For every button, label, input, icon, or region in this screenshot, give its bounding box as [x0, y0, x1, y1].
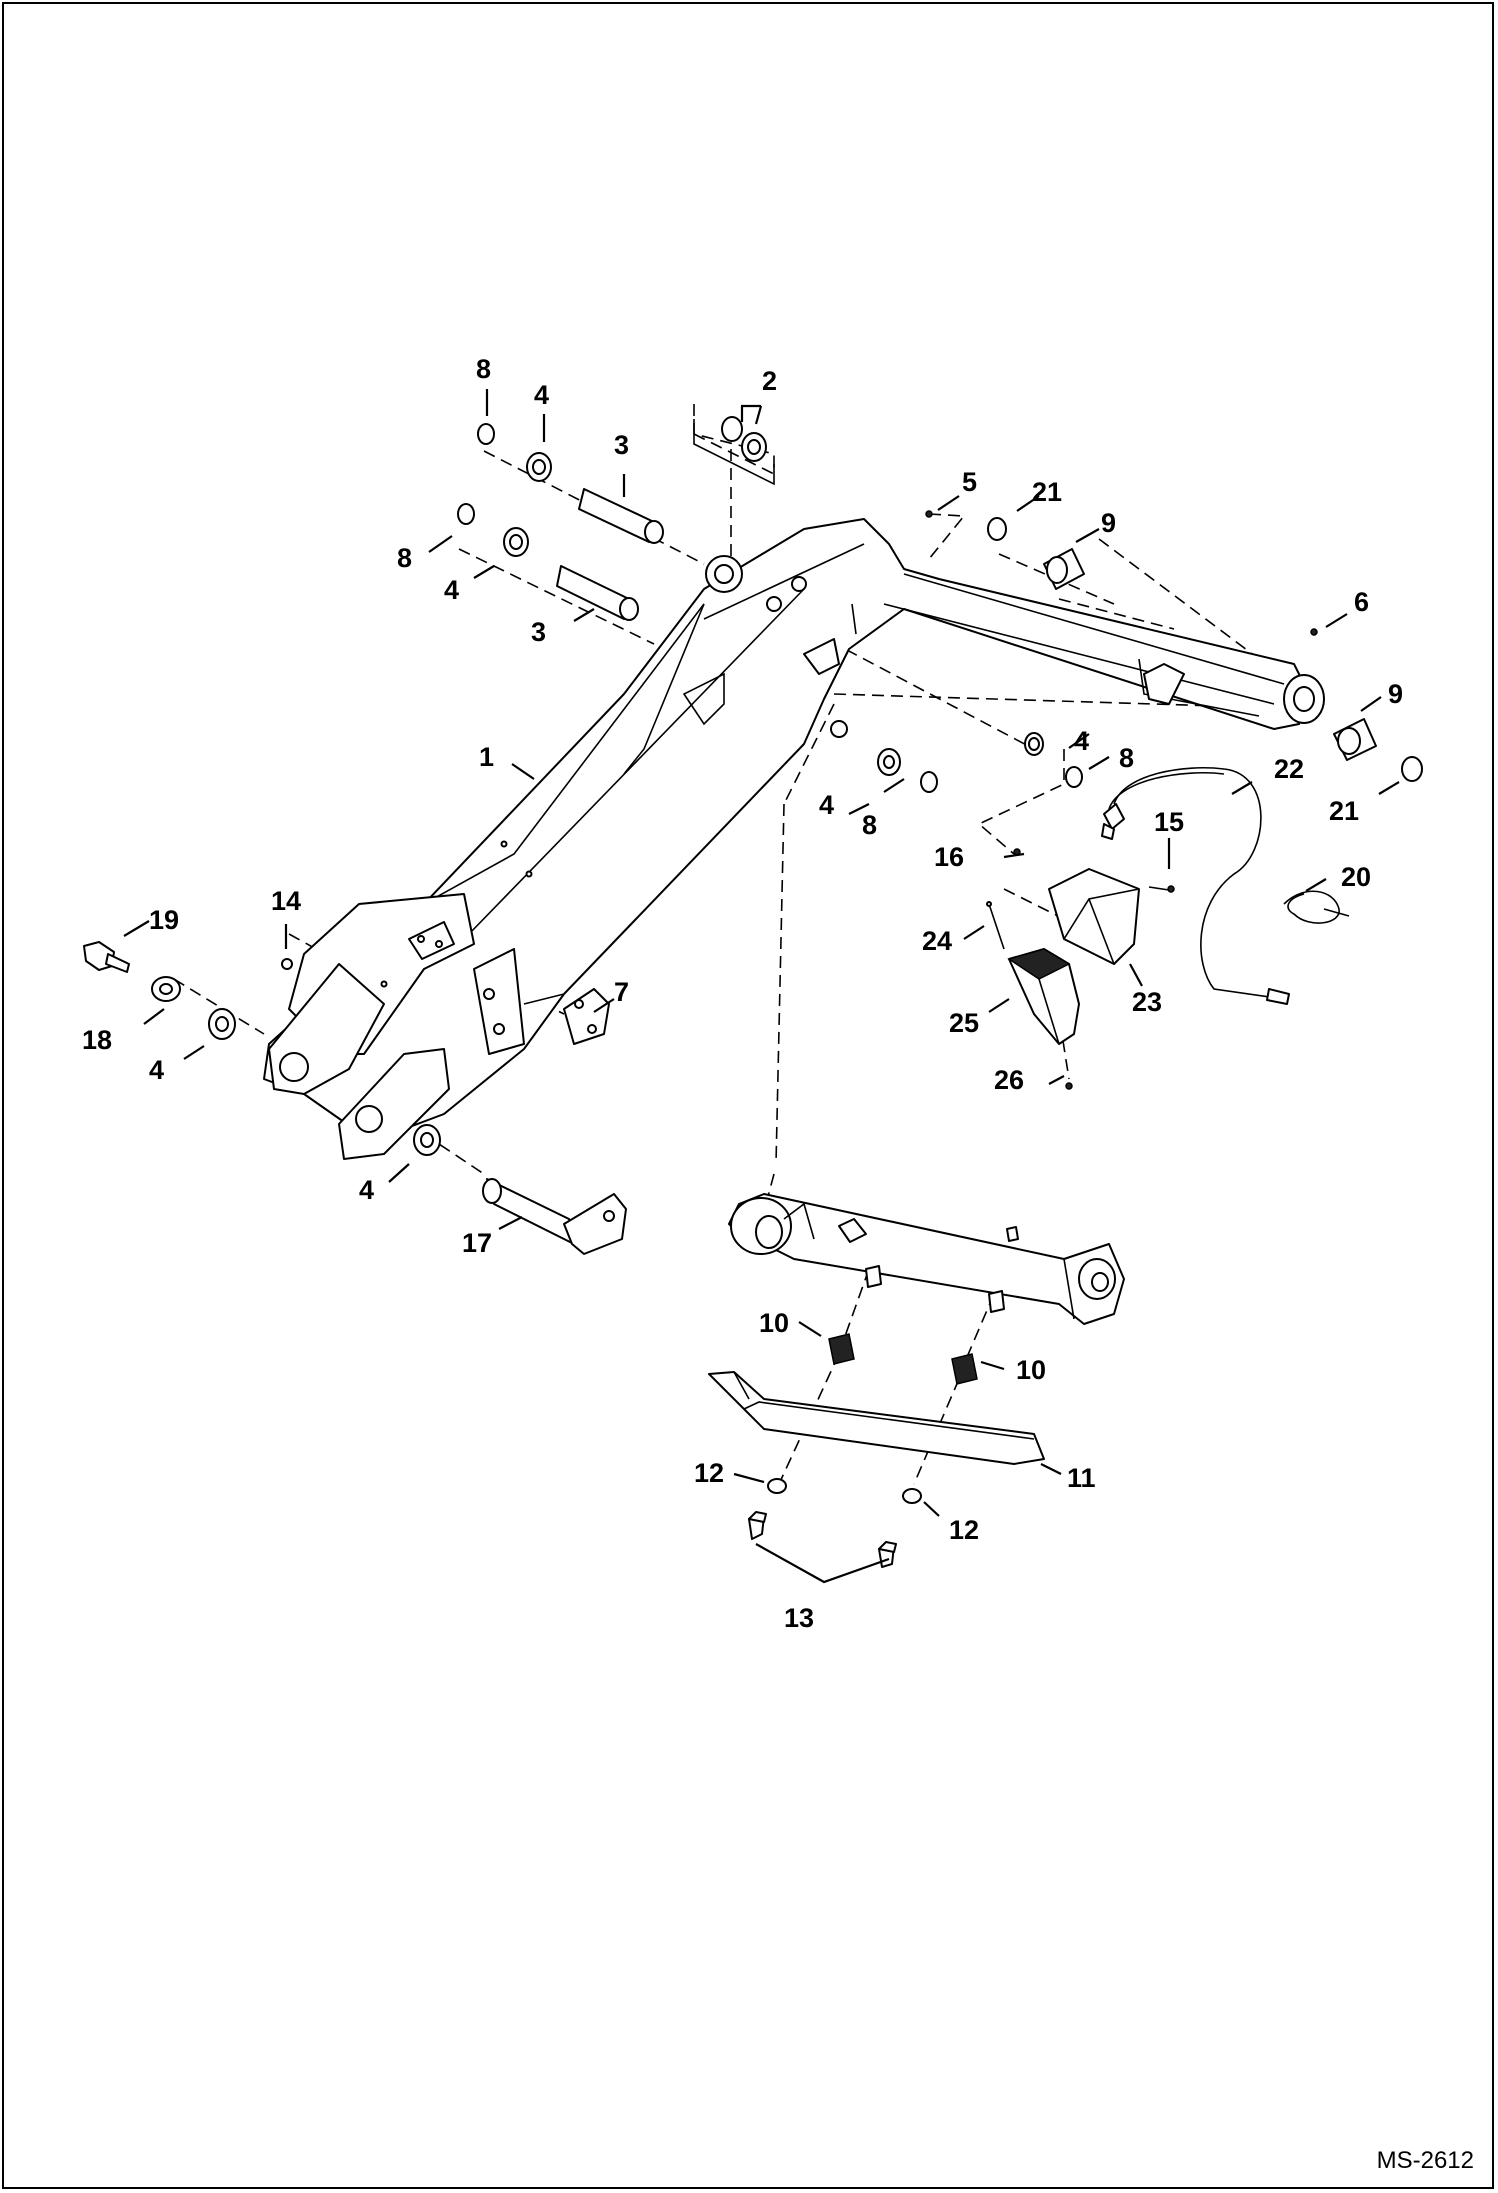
callout-3-top: 3 — [614, 430, 629, 460]
callout-10-left: 10 — [759, 1308, 789, 1338]
lower-pins — [83, 941, 627, 1255]
callout-labels: 8 4 2 3 8 4 3 5 21 9 6 9 21 4 8 4 8 22 1… — [82, 354, 1403, 1633]
callout-1: 1 — [479, 742, 494, 772]
exploded-parts-diagram: 8 4 2 3 8 4 3 5 21 9 6 9 21 4 8 4 8 22 1… — [82, 354, 1423, 1633]
callout-4-lower: 4 — [819, 790, 834, 820]
cylinder-guard — [708, 1371, 1045, 1568]
callout-21-right: 21 — [1329, 796, 1359, 826]
drawing-number: MS-2612 — [1376, 2147, 1474, 2174]
callout-24: 24 — [922, 926, 952, 956]
boom-cylinder — [728, 1193, 1125, 1385]
callout-11: 11 — [1067, 1463, 1096, 1493]
callout-16: 16 — [934, 842, 964, 872]
callout-18: 18 — [82, 1025, 112, 1055]
callout-6: 6 — [1354, 587, 1369, 617]
callout-4-left: 4 — [444, 575, 459, 605]
callout-10-right: 10 — [1016, 1355, 1046, 1385]
callout-23: 23 — [1132, 987, 1162, 1017]
boom — [263, 518, 1325, 1160]
callout-19: 19 — [149, 905, 179, 935]
callout-20: 20 — [1341, 862, 1371, 892]
callout-13: 13 — [784, 1603, 814, 1633]
callout-7: 7 — [614, 977, 629, 1007]
callout-26: 26 — [994, 1065, 1024, 1095]
callout-4-top: 4 — [534, 380, 549, 410]
callout-8-mid: 8 — [1119, 743, 1134, 773]
callout-17: 17 — [462, 1228, 492, 1258]
callout-15: 15 — [1154, 807, 1184, 837]
callout-9-right: 9 — [1388, 679, 1403, 709]
callout-25: 25 — [949, 1008, 979, 1038]
pivot-pins — [457, 416, 775, 621]
callout-22: 22 — [1274, 754, 1304, 784]
callout-12-right: 12 — [949, 1515, 979, 1545]
callout-9-top: 9 — [1101, 508, 1116, 538]
callout-2: 2 — [762, 366, 777, 396]
callout-8-top: 8 — [476, 354, 491, 384]
callout-5: 5 — [962, 467, 977, 497]
callout-12-left: 12 — [694, 1458, 724, 1488]
callout-4-mid: 4 — [1074, 726, 1089, 756]
callout-4-bottom: 4 — [359, 1175, 374, 1205]
callout-14: 14 — [271, 886, 301, 916]
callout-4-bottom-left: 4 — [149, 1055, 164, 1085]
callout-8-left: 8 — [397, 543, 412, 573]
leader-lines — [123, 389, 1400, 1584]
callout-3-left: 3 — [531, 617, 546, 647]
light-assembly — [986, 766, 1350, 1090]
bushings-and-seals — [877, 510, 1423, 856]
callout-21-top: 21 — [1032, 477, 1062, 507]
callout-8-lower: 8 — [862, 810, 877, 840]
